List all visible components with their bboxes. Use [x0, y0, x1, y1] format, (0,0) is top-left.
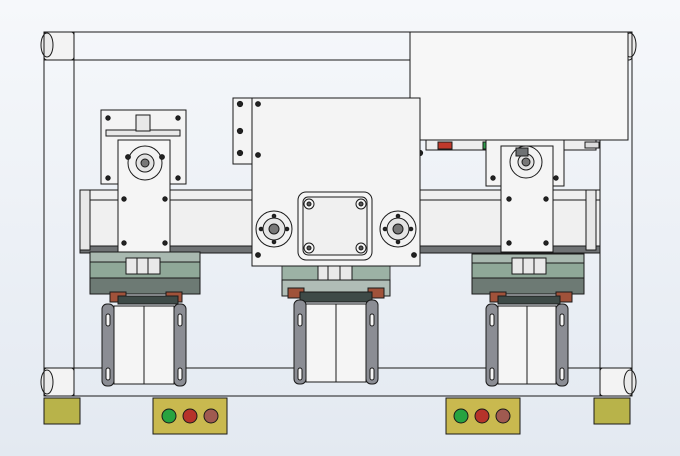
right-pulley	[379, 210, 417, 248]
electrical-panel	[409, 31, 629, 151]
left-green-light	[161, 408, 177, 424]
left-brown-light	[203, 408, 219, 424]
right-clamp	[471, 253, 585, 305]
right-bearing	[509, 145, 543, 179]
center-clamp	[281, 265, 391, 303]
right-brown-light	[495, 408, 511, 424]
right-guides	[485, 303, 569, 387]
left-pulley	[255, 210, 293, 248]
center-guides	[293, 299, 379, 385]
feet	[43, 397, 631, 425]
cap-bl	[40, 369, 54, 395]
cap-tl	[40, 32, 54, 58]
left-station	[89, 109, 201, 387]
small-red-indicator	[437, 141, 453, 150]
right-red-light	[474, 408, 490, 424]
foot-right	[593, 397, 631, 425]
right-indicator-box	[445, 397, 521, 435]
foot-left	[43, 397, 81, 425]
left-clamp	[89, 251, 201, 305]
machine-frame	[40, 31, 637, 397]
frame-body	[43, 31, 633, 397]
left-guides	[101, 303, 187, 387]
right-green-light	[453, 408, 469, 424]
cap-br	[623, 369, 637, 395]
right-station	[471, 139, 585, 387]
center-station	[232, 97, 424, 385]
left-indicator-box	[152, 397, 228, 435]
stepper-motor	[297, 191, 373, 261]
left-bearing	[125, 145, 165, 181]
left-red-light	[182, 408, 198, 424]
